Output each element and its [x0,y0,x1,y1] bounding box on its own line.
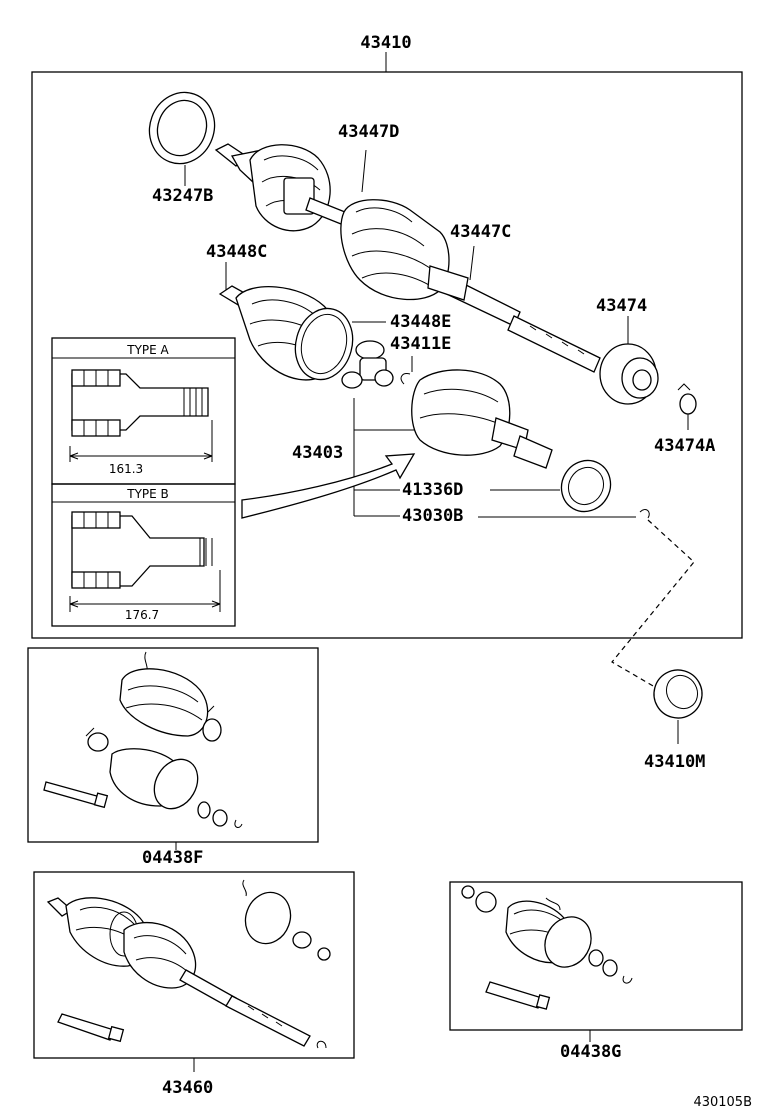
arrow-type-reference [241,453,416,519]
diagram-code: 430105B [693,1095,752,1110]
type-b-box: TYPE B 176.7 [51,483,236,627]
label-43410M[interactable]: 43410M [644,752,705,772]
label-43403[interactable]: 43403 [292,443,343,463]
assembly-43410-frame: 43410 [31,33,743,639]
label-43411E[interactable]: 43411E [390,334,451,354]
inboard-joint-housing-43403[interactable] [411,369,553,469]
label-43474[interactable]: 43474 [596,296,647,316]
part-43474A-clamp[interactable] [677,383,697,430]
kit-04438F-frame [27,647,319,850]
type-b-dimension: 176.7 [125,608,159,622]
label-43448E[interactable]: 43448E [390,312,451,332]
part-43474-damper[interactable] [599,316,659,405]
label-41336D[interactable]: 41336D [402,480,463,500]
label-43474A[interactable]: 43474A [654,436,715,456]
label-04438F[interactable]: 04438F [142,848,203,868]
kit-04438G-parts[interactable] [461,885,633,1010]
kit-43460-parts[interactable] [46,879,331,1049]
part-43247B-ring[interactable] [140,83,225,186]
part-43411E-tripod[interactable] [341,340,413,389]
label-43460[interactable]: 43460 [162,1078,213,1098]
label-43247B[interactable]: 43247B [152,186,213,206]
part-41336D-seal[interactable] [490,451,620,520]
part-43030B-ring[interactable] [478,509,650,519]
label-43447D[interactable]: 43447D [338,122,399,142]
kit-04438F-parts[interactable] [43,651,243,828]
label-43410[interactable]: 43410 [360,33,411,53]
label-04438G[interactable]: 04438G [560,1042,621,1062]
label-43030B[interactable]: 43030B [402,506,463,526]
leader-bracket-43403 [353,398,414,517]
type-a-box: TYPE A 161.3 [51,337,236,485]
type-b-title: TYPE B [126,487,169,501]
kit-43460-frame [33,871,355,1072]
type-a-title: TYPE A [126,343,169,357]
label-43447C[interactable]: 43447C [450,222,511,242]
kit-04438G-frame [449,881,743,1042]
boot-43447D[interactable] [340,149,475,301]
type-a-dimension: 161.3 [109,462,143,476]
outer-cv-joint[interactable] [214,143,331,232]
label-43448C[interactable]: 43448C [206,242,267,262]
part-43410M-seal[interactable] [611,519,711,744]
boot-43448E[interactable] [218,262,386,386]
